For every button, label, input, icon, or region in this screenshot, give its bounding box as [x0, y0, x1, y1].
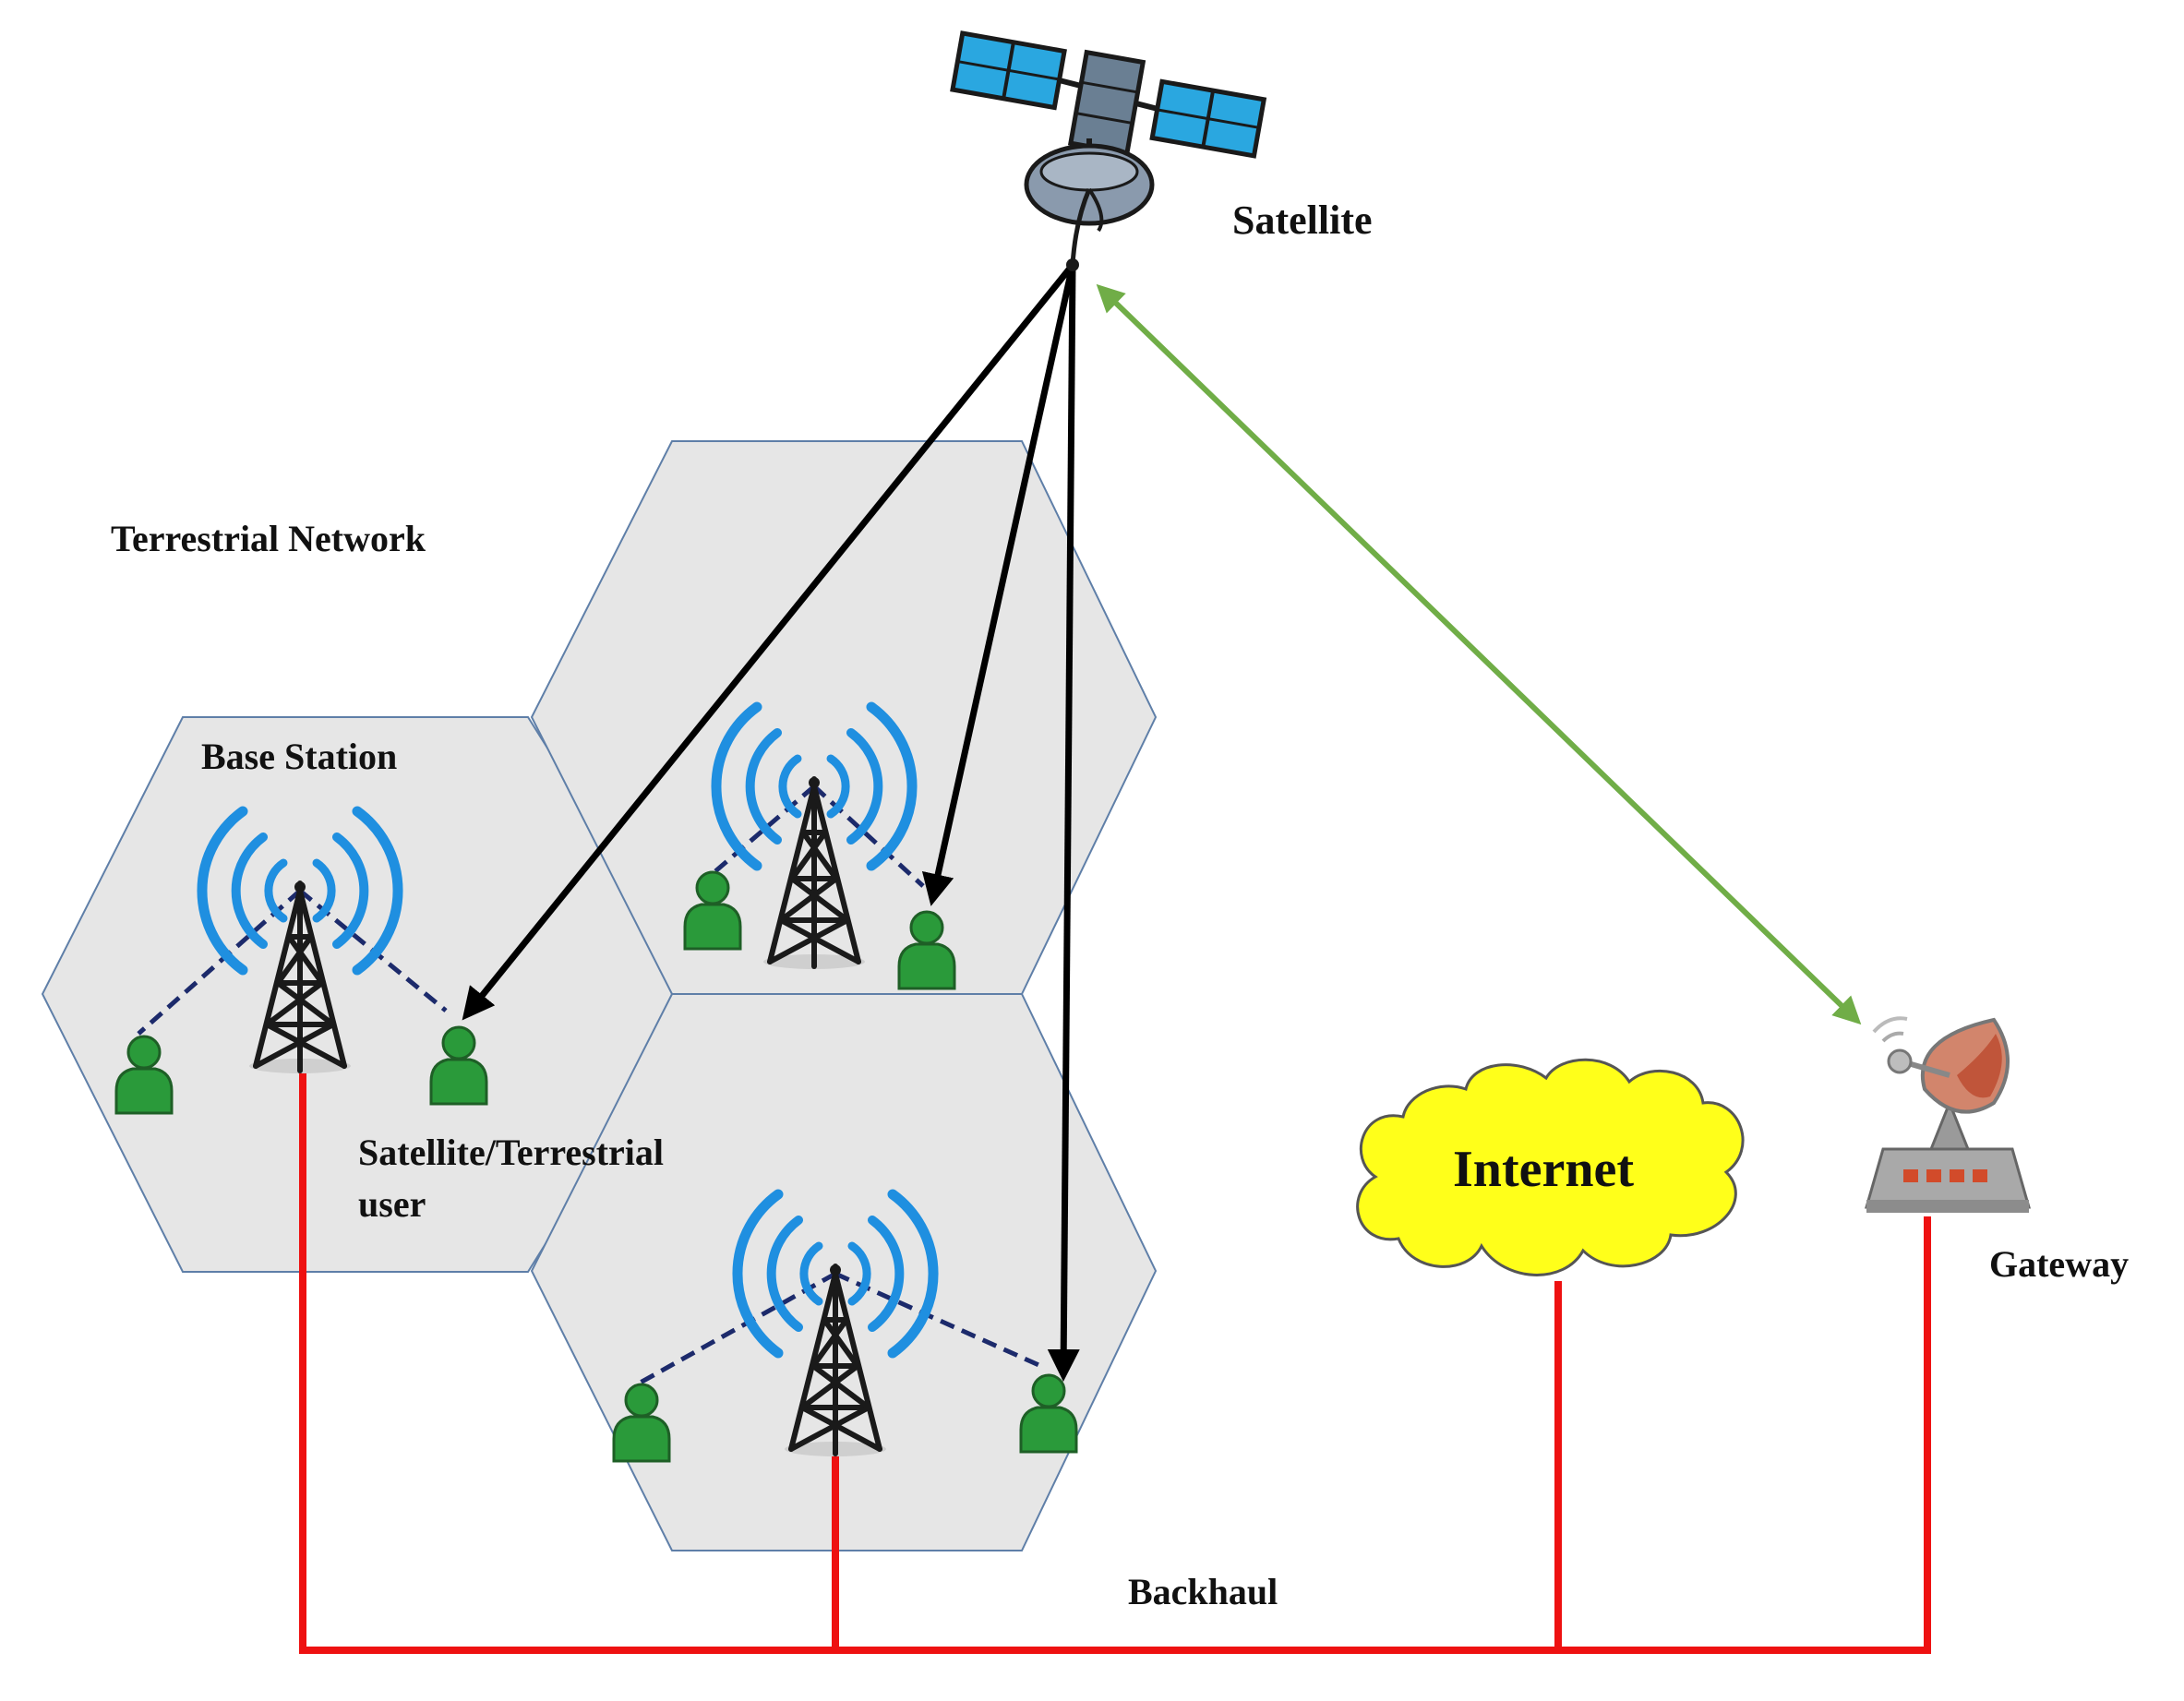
feeder-link — [1096, 283, 1862, 1025]
satellite-icon — [950, 30, 1267, 271]
gateway-label: Gateway — [1989, 1243, 2129, 1285]
user-label-line1: Satellite/Terrestrial — [358, 1132, 664, 1173]
backhaul-lines — [299, 1061, 1931, 1654]
satellite-label: Satellite — [1232, 198, 1373, 243]
cell-hexagons — [41, 440, 1158, 1551]
backhaul-label: Backhaul — [1128, 1571, 1278, 1612]
cell-bottom — [530, 993, 1158, 1551]
internet-label: Internet — [1453, 1141, 1634, 1198]
satellite-downlinks — [462, 262, 1080, 1382]
cloud-icon — [1356, 1058, 1745, 1276]
terrestrial-network-label: Terrestrial Network — [111, 518, 426, 559]
gateway-dish-icon — [1865, 1016, 2031, 1213]
user-label-line2: user — [358, 1183, 426, 1225]
base-station-label: Base Station — [201, 736, 397, 777]
